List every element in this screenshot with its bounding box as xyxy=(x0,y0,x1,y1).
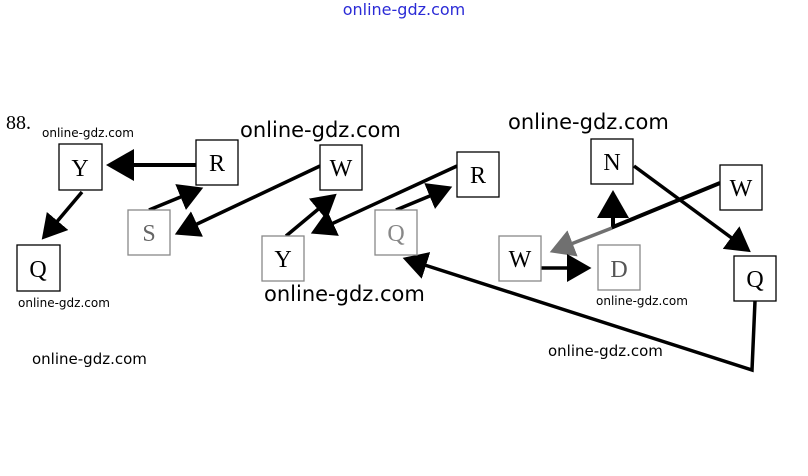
node-s xyxy=(127,209,171,256)
edge-s-r1 xyxy=(148,184,204,212)
node-n xyxy=(590,138,634,185)
label-r2: R xyxy=(470,163,486,189)
edge-q3-q2 xyxy=(402,252,757,373)
label-q2: Q xyxy=(387,221,404,247)
site-header[interactable]: online-gdz.com xyxy=(342,0,466,19)
node-q1 xyxy=(16,244,61,292)
node-r1 xyxy=(195,139,239,186)
label-r1: R xyxy=(209,151,225,177)
edge-junction-w2 xyxy=(549,226,613,257)
watermark: online-gdz.com xyxy=(32,350,147,368)
edge-q2-r2 xyxy=(395,183,453,212)
label-q3: Q xyxy=(746,267,763,293)
edge-w3-n xyxy=(597,181,721,230)
node-d xyxy=(597,244,641,291)
label-s: S xyxy=(142,221,155,247)
watermark: online-gdz.com xyxy=(548,342,663,360)
watermark: online-gdz.com xyxy=(18,296,110,310)
edge-r2-y2 xyxy=(310,164,458,236)
edge-y1-q1 xyxy=(41,190,84,240)
node-y1 xyxy=(58,143,103,191)
label-w1: W xyxy=(330,156,353,182)
node-w3 xyxy=(719,164,763,211)
edge-n-q3 xyxy=(632,164,751,253)
label-q1: Q xyxy=(29,257,46,283)
label-y1: Y xyxy=(71,156,88,182)
label-w2: W xyxy=(509,247,532,273)
node-y2 xyxy=(261,235,305,282)
label-n: N xyxy=(603,150,620,176)
watermark: online-gdz.com xyxy=(42,126,134,140)
node-r2 xyxy=(456,151,500,198)
node-w2 xyxy=(498,235,542,282)
edge-w1-s xyxy=(174,164,321,237)
label-w3: W xyxy=(730,176,753,202)
problem-number: 88. xyxy=(6,112,31,134)
label-d: D xyxy=(610,257,627,283)
watermark: online-gdz.com xyxy=(508,110,669,134)
watermark: online-gdz.com xyxy=(596,294,688,308)
edge-y2-w1 xyxy=(284,193,337,238)
watermark: online-gdz.com xyxy=(240,118,401,142)
watermark: online-gdz.com xyxy=(264,282,425,306)
node-w1 xyxy=(319,144,363,191)
label-y2: Y xyxy=(274,247,291,273)
node-q3 xyxy=(733,255,777,302)
node-q2 xyxy=(374,209,418,256)
